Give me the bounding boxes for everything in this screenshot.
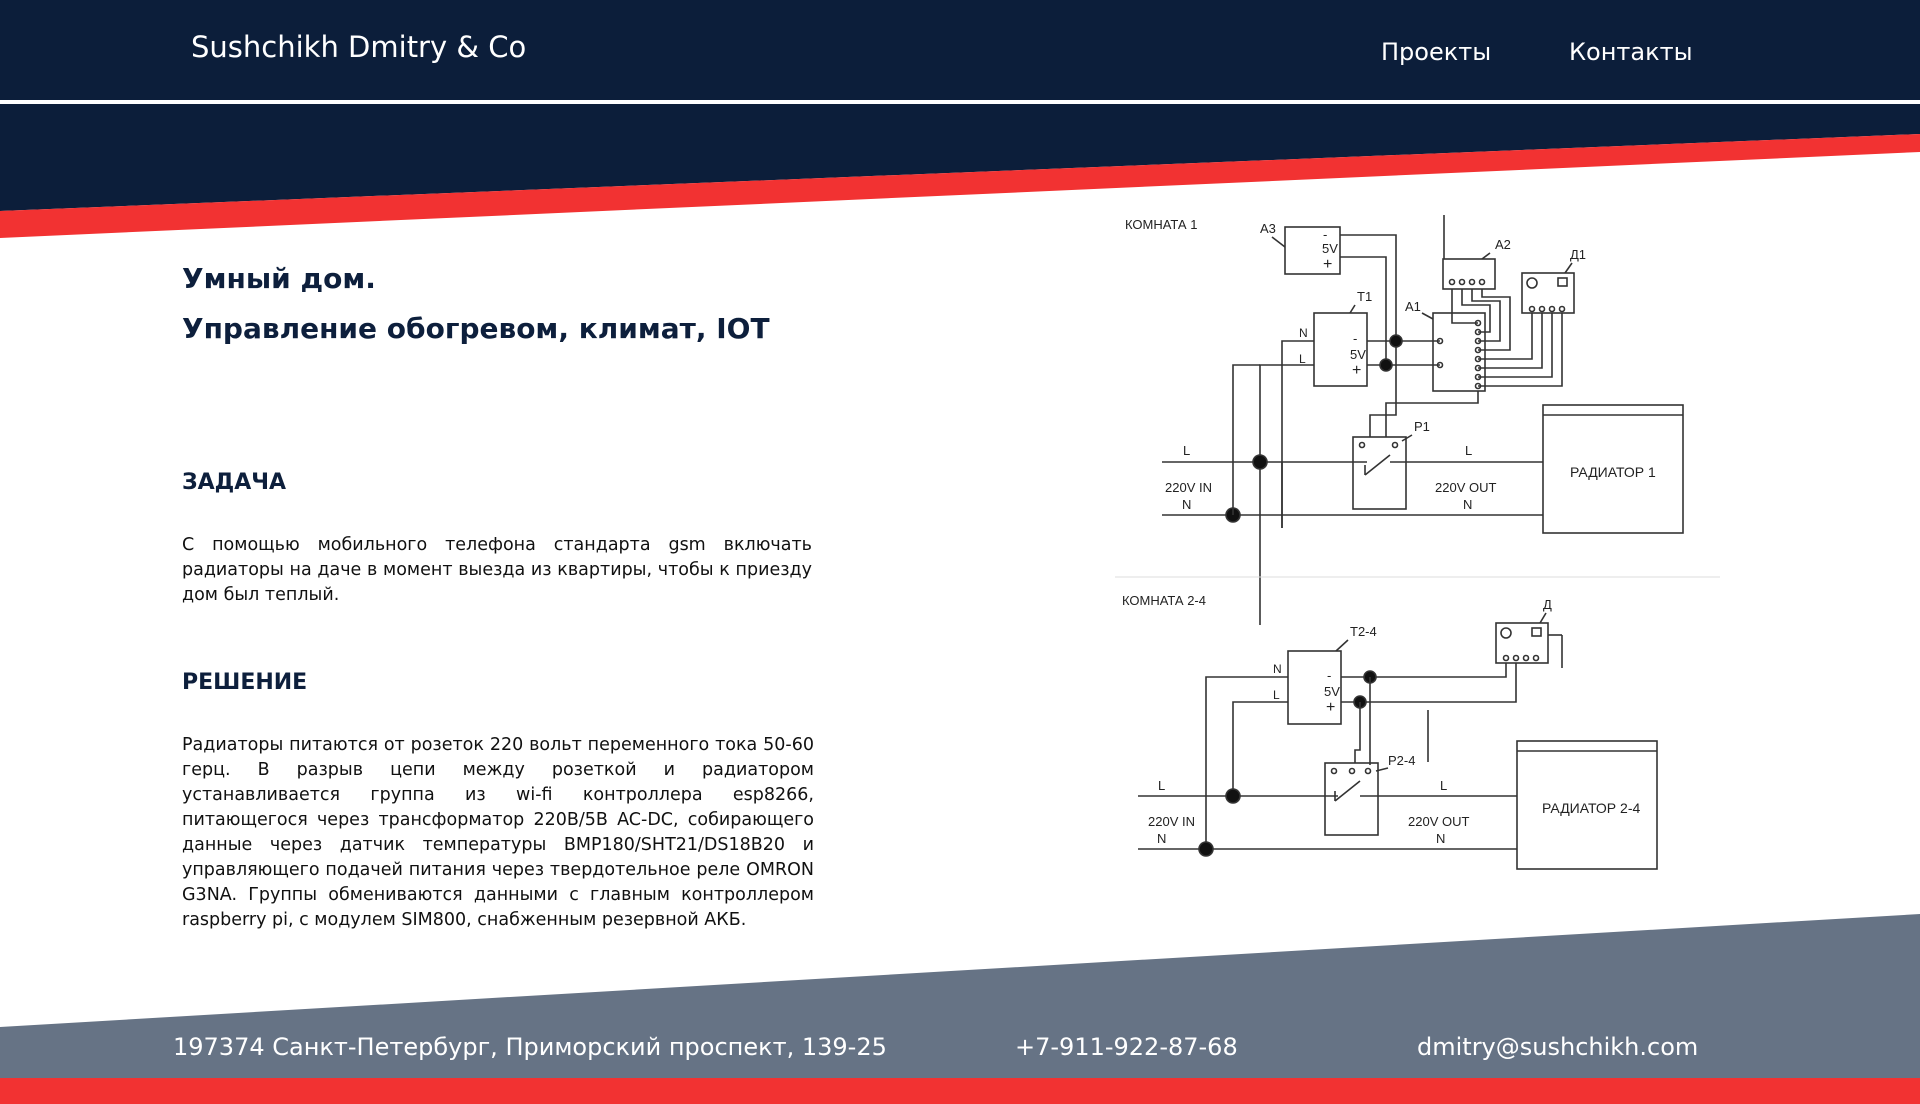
radiator-2-4 [1516, 740, 1658, 870]
svg-text:T1: T1 [1357, 289, 1372, 304]
brand-logo-text[interactable]: Sushchikh Dmitry & Co [191, 30, 527, 64]
svg-text:L: L [1183, 443, 1190, 458]
nav-contacts-link[interactable]: Контакты [1569, 38, 1693, 66]
d-sensor [1495, 622, 1549, 664]
wiring-diagram: КОМНАТА 1 A3 - 5V + A2 Д1 T1 - 5V + N L … [1115, 215, 1720, 870]
svg-text:L: L [1273, 688, 1280, 702]
svg-text:+: + [1352, 362, 1361, 379]
svg-text:N: N [1182, 497, 1191, 512]
p1-relay [1352, 436, 1407, 510]
svg-text:T2-4: T2-4 [1350, 624, 1377, 639]
radiator-2-4-label: РАДИАТОР 2-4 [1542, 800, 1640, 816]
solution-heading: РЕШЕНИЕ [182, 670, 308, 695]
svg-text:N: N [1273, 662, 1282, 676]
solution-paragraph: Радиаторы питаются от розеток 220 вольт … [182, 735, 814, 930]
svg-text:5V: 5V [1324, 684, 1340, 699]
svg-text:Д1: Д1 [1570, 247, 1586, 262]
svg-text:220V OUT: 220V OUT [1435, 480, 1496, 495]
room2-diagram: КОМНАТА 2-4 Д T2-4 - 5V + N L P2-4 [1122, 593, 1658, 870]
a3-module [1284, 226, 1341, 275]
svg-text:L: L [1465, 443, 1472, 458]
svg-text:A2: A2 [1495, 237, 1511, 252]
page-title-line2: Управление обогревом, климат, IOT [182, 312, 770, 345]
room2-label: КОМНАТА 2-4 [1122, 593, 1206, 608]
svg-text:P1: P1 [1414, 419, 1430, 434]
svg-text:N: N [1463, 497, 1472, 512]
t1-transformer [1313, 312, 1368, 387]
svg-text:N: N [1157, 831, 1166, 846]
d1-sensor [1521, 272, 1575, 314]
svg-text:+: + [1323, 256, 1332, 273]
svg-text:L: L [1440, 778, 1447, 793]
radiator-1 [1542, 404, 1684, 534]
footer-background [0, 914, 1920, 1104]
svg-text:220V IN: 220V IN [1148, 814, 1195, 829]
svg-text:N: N [1436, 831, 1445, 846]
svg-text:220V IN: 220V IN [1165, 480, 1212, 495]
footer-address: 197374 Санкт-Петербург, Приморский просп… [173, 1033, 887, 1061]
room1-label: КОМНАТА 1 [1125, 217, 1197, 232]
svg-text:A1: A1 [1405, 299, 1421, 314]
header-divider [0, 100, 1920, 104]
a1-controller [1432, 312, 1486, 392]
svg-text:-: - [1323, 227, 1327, 242]
svg-text:220V OUT: 220V OUT [1408, 814, 1469, 829]
page-title-line1: Умный дом. [182, 262, 376, 295]
svg-text:5V: 5V [1350, 347, 1366, 362]
svg-text:5V: 5V [1322, 241, 1338, 256]
svg-text:+: + [1326, 699, 1335, 716]
task-paragraph: С помощью мобильного телефона стандарта … [182, 535, 812, 605]
svg-text:L: L [1158, 778, 1165, 793]
radiator-1-label: РАДИАТОР 1 [1570, 464, 1656, 480]
svg-text:-: - [1353, 331, 1357, 346]
svg-text:N: N [1299, 326, 1308, 340]
p2-relay [1324, 762, 1379, 836]
a2-gsm-module [1442, 258, 1496, 290]
site-header: Sushchikh Dmitry & Co Проекты Контакты [0, 0, 1920, 100]
svg-text:P2-4: P2-4 [1388, 753, 1415, 768]
nav-projects-link[interactable]: Проекты [1381, 38, 1492, 66]
footer-email-link[interactable]: dmitry@sushchikh.com [1417, 1033, 1699, 1061]
task-heading: ЗАДАЧА [182, 470, 287, 495]
footer-phone-link[interactable]: +7-911-922-87-68 [1015, 1033, 1238, 1061]
room1-diagram: КОМНАТА 1 A3 - 5V + A2 Д1 T1 - 5V + N L … [1125, 215, 1684, 625]
decorative-diagonal-band [0, 104, 1920, 238]
svg-text:-: - [1327, 668, 1331, 683]
svg-text:Д: Д [1543, 597, 1552, 612]
t2-transformer [1287, 650, 1342, 725]
a3-label: A3 [1260, 221, 1276, 236]
svg-text:L: L [1299, 352, 1306, 366]
